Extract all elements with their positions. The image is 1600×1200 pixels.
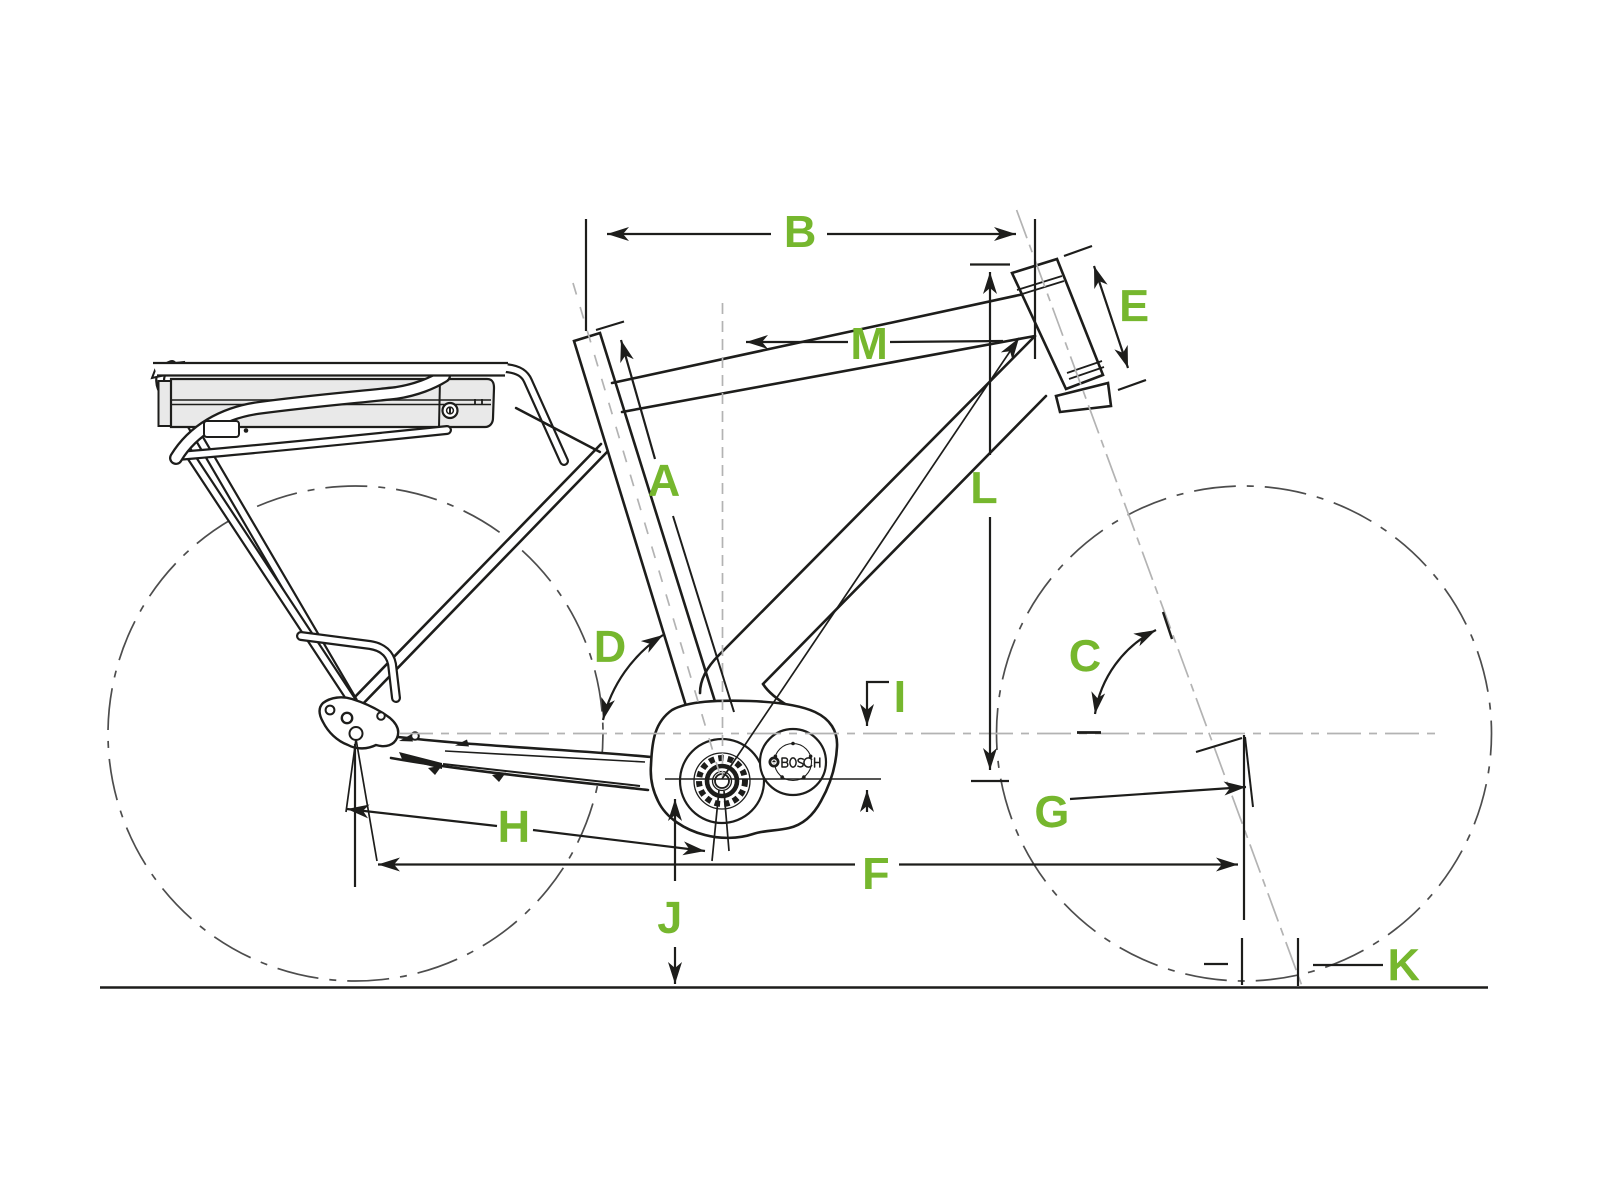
svg-text:E: E	[1119, 280, 1149, 331]
svg-text:D: D	[594, 621, 627, 672]
svg-text:J: J	[657, 892, 682, 943]
svg-text:H: H	[498, 801, 531, 852]
svg-text:K: K	[1388, 939, 1421, 990]
svg-text:G: G	[1034, 786, 1069, 837]
svg-text:C: C	[1069, 630, 1102, 681]
svg-text:I: I	[894, 671, 907, 722]
svg-text:A: A	[648, 455, 681, 506]
svg-text:L: L	[970, 462, 998, 513]
svg-text:B: B	[784, 206, 817, 257]
svg-text:F: F	[862, 848, 890, 899]
svg-text:M: M	[850, 318, 888, 369]
